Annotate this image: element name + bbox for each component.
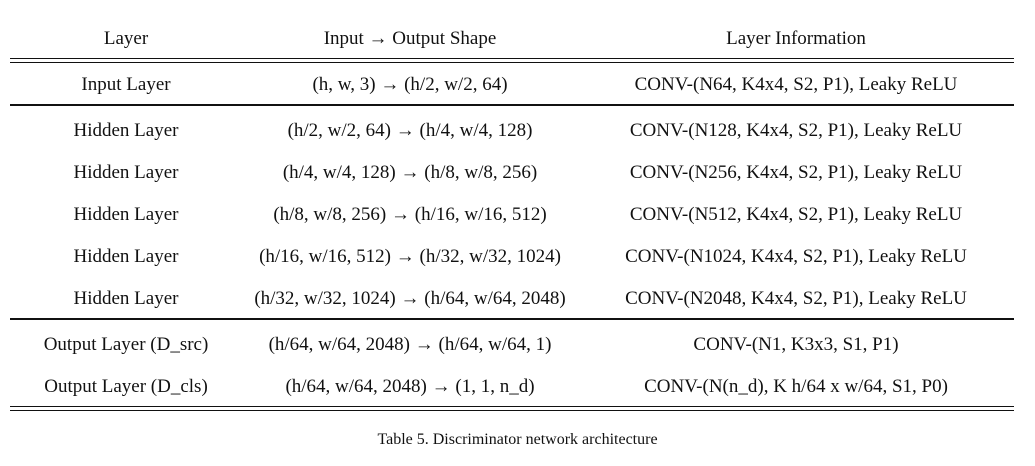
cell-info: CONV-(N(n_d), K h/64 x w/64, S1, P0) — [644, 376, 948, 397]
bottom-rule-bottom — [10, 410, 1014, 411]
cell-layer: Hidden Layer — [73, 162, 179, 183]
header-layer: Layer — [103, 28, 149, 49]
cell-shape: (h/32, w/32, 1024) → (h/64, w/64, 2048) — [254, 288, 566, 309]
cell-shape: (h/8, w/8, 256) → (h/16, w/16, 512) — [273, 204, 547, 225]
table-row: Hidden Layer (h/32, w/32, 1024) → (h/64,… — [10, 278, 1014, 320]
cell-layer: Hidden Layer — [73, 288, 179, 309]
bottom-rule-top — [10, 406, 1014, 407]
header-rule-bottom — [10, 62, 1014, 63]
cell-info: CONV-(N1024, K4x4, S2, P1), Leaky ReLU — [625, 246, 967, 267]
cell-info: CONV-(N1, K3x3, S1, P1) — [693, 334, 899, 355]
cell-info: CONV-(N64, K4x4, S2, P1), Leaky ReLU — [634, 74, 958, 95]
cell-shape: (h/64, w/64, 2048) → (h/64, w/64, 1) — [268, 334, 552, 355]
cell-shape: (h, w, 3) → (h/2, w/2, 64) — [312, 74, 508, 95]
table-row: Hidden Layer (h/4, w/4, 128) → (h/8, w/8… — [10, 152, 1014, 194]
header-shape: Input → Output Shape — [323, 28, 497, 49]
header-info: Layer Information — [726, 28, 866, 49]
cell-layer: Output Layer (D_cls) — [44, 376, 208, 397]
cell-layer: Output Layer (D_src) — [43, 334, 209, 355]
section-rule — [10, 104, 1014, 106]
table-row: Hidden Layer (h/8, w/8, 256) → (h/16, w/… — [10, 194, 1014, 236]
table-caption: Table 5. Discriminator network architect… — [377, 431, 658, 448]
cell-layer: Hidden Layer — [73, 246, 179, 267]
cell-layer: Hidden Layer — [73, 120, 179, 141]
table-row: Output Layer (D_cls) (h/64, w/64, 2048) … — [10, 366, 1014, 408]
header-rule-top — [10, 58, 1014, 59]
cell-shape: (h/2, w/2, 64) → (h/4, w/4, 128) — [287, 120, 533, 141]
table-row: Output Layer (D_src) (h/64, w/64, 2048) … — [10, 324, 1014, 366]
cell-info: CONV-(N512, K4x4, S2, P1), Leaky ReLU — [629, 204, 963, 225]
table-row: Hidden Layer (h/2, w/2, 64) → (h/4, w/4,… — [10, 110, 1014, 152]
table-row: Hidden Layer (h/16, w/16, 512) → (h/32, … — [10, 236, 1014, 278]
cell-layer: Hidden Layer — [73, 204, 179, 225]
cell-shape: (h/4, w/4, 128) → (h/8, w/8, 256) — [282, 162, 538, 183]
cell-info: CONV-(N256, K4x4, S2, P1), Leaky ReLU — [629, 162, 963, 183]
cell-shape: (h/64, w/64, 2048) → (1, 1, n_d) — [285, 376, 535, 397]
table-row: Input Layer (h, w, 3) → (h/2, w/2, 64) C… — [10, 64, 1014, 106]
cell-info: CONV-(N128, K4x4, S2, P1), Leaky ReLU — [629, 120, 963, 141]
section-rule — [10, 318, 1014, 320]
cell-shape: (h/16, w/16, 512) → (h/32, w/32, 1024) — [259, 246, 561, 267]
cell-layer: Input Layer — [81, 74, 171, 95]
cell-info: CONV-(N2048, K4x4, S2, P1), Leaky ReLU — [625, 288, 967, 309]
